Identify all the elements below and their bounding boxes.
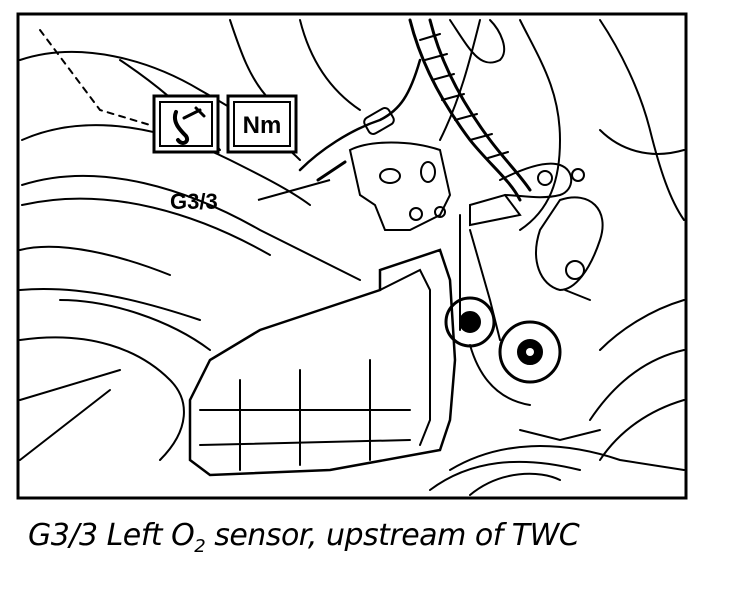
torque-icon: Nm xyxy=(226,94,298,154)
caption-suffix: sensor, upstream of TWC xyxy=(205,518,580,553)
special-tool-icon xyxy=(152,94,220,154)
torque-icon-label: Nm xyxy=(243,112,282,139)
callout-label-g33: G3/3 xyxy=(170,189,218,214)
callout-leader-line xyxy=(257,179,331,201)
diagram-frame xyxy=(16,12,688,500)
caption-prefix: G3/3 Left O xyxy=(28,518,195,553)
caption-subscript: 2 xyxy=(194,536,206,557)
figure-caption: G3/3 Left O2 sensor, upstream of TWC xyxy=(28,518,580,557)
